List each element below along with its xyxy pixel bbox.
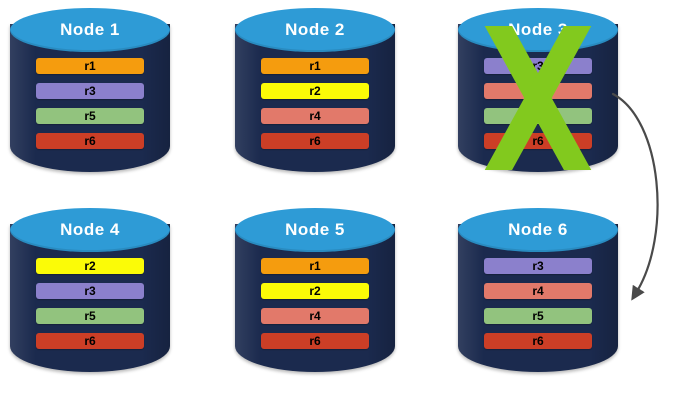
record-bar[interactable]: r3: [484, 58, 592, 74]
record-bar[interactable]: r1: [261, 258, 369, 274]
record-bar[interactable]: r3: [36, 283, 144, 299]
record-bar[interactable]: r6: [484, 133, 592, 149]
node-title: Node 1: [60, 20, 120, 39]
record-bar[interactable]: r1: [261, 58, 369, 74]
cylinder-top: Node 6: [458, 208, 618, 252]
database-node[interactable]: Node 6 r3 r4 r5 r6: [448, 200, 628, 380]
record-list: r1 r3 r5 r6: [36, 58, 144, 149]
record-bar[interactable]: r5: [484, 108, 592, 124]
record-bar[interactable]: r6: [36, 333, 144, 349]
cylinder-top: Node 1: [10, 8, 170, 52]
node-title: Node 2: [285, 20, 345, 39]
record-list: r1 r2 r4 r6: [261, 258, 369, 349]
database-node[interactable]: Node 2 r1 r2 r4 r6: [225, 0, 405, 180]
record-bar[interactable]: r4: [484, 83, 592, 99]
node-title: Node 6: [508, 220, 568, 239]
record-bar[interactable]: r5: [36, 108, 144, 124]
record-bar[interactable]: r6: [484, 333, 592, 349]
record-bar[interactable]: r2: [261, 283, 369, 299]
node-title: Node 4: [60, 220, 120, 239]
database-node[interactable]: Node 3 r3 r4 r5 r6: [448, 0, 628, 180]
database-node[interactable]: Node 4 r2 r3 r5 r6: [0, 200, 180, 380]
record-list: r1 r2 r4 r6: [261, 58, 369, 149]
record-bar[interactable]: r4: [484, 283, 592, 299]
record-bar[interactable]: r6: [261, 333, 369, 349]
database-node[interactable]: Node 5 r1 r2 r4 r6: [225, 200, 405, 380]
record-list: r2 r3 r5 r6: [36, 258, 144, 349]
record-list: r3 r4 r5 r6: [484, 258, 592, 349]
record-bar[interactable]: r3: [36, 83, 144, 99]
record-bar[interactable]: r5: [36, 308, 144, 324]
record-list: r3 r4 r5 r6: [484, 58, 592, 149]
record-bar[interactable]: r6: [36, 133, 144, 149]
record-bar[interactable]: r2: [261, 83, 369, 99]
node-title: Node 5: [285, 220, 345, 239]
cylinder-top: Node 3: [458, 8, 618, 52]
cylinder-top: Node 5: [235, 208, 395, 252]
record-bar[interactable]: r4: [261, 308, 369, 324]
record-bar[interactable]: r1: [36, 58, 144, 74]
record-bar[interactable]: r5: [484, 308, 592, 324]
record-bar[interactable]: r4: [261, 108, 369, 124]
database-node[interactable]: Node 1 r1 r3 r5 r6: [0, 0, 180, 180]
cylinder-top: Node 2: [235, 8, 395, 52]
node-title: Node 3: [508, 20, 568, 39]
record-bar[interactable]: r2: [36, 258, 144, 274]
record-bar[interactable]: r6: [261, 133, 369, 149]
record-bar[interactable]: r3: [484, 258, 592, 274]
cylinder-top: Node 4: [10, 208, 170, 252]
